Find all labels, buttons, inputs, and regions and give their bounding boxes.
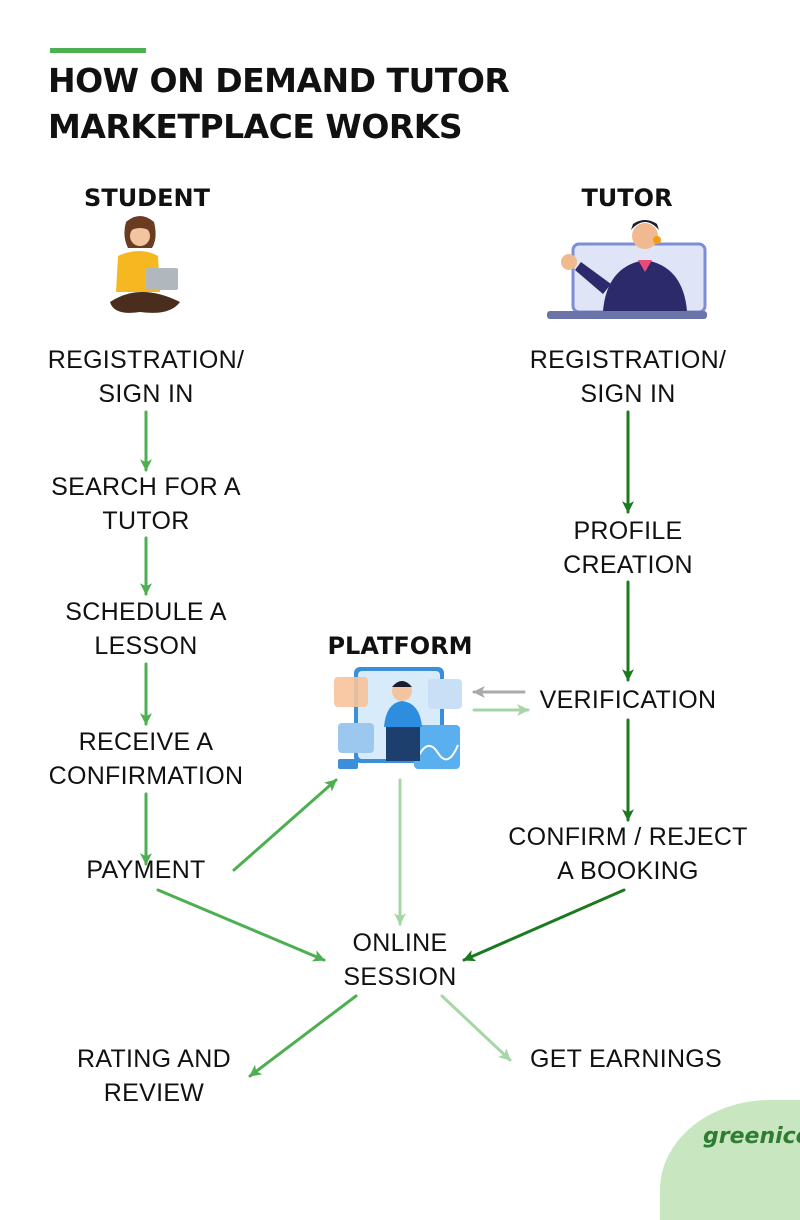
student-illustration	[110, 216, 180, 313]
arrow-booking-to-session	[462, 888, 626, 962]
platform-illustration	[334, 667, 462, 769]
platform-heading: PLATFORM	[327, 632, 473, 660]
flow-arrows	[140, 410, 634, 1078]
greenice-logo: greenice	[703, 1124, 800, 1149]
arrow-payment-to-platform	[232, 778, 338, 872]
search-tutor-step: SEARCH FOR A TUTOR	[51, 473, 241, 535]
confirm-reject-booking-step: CONFIRM / REJECT A BOOKING	[508, 823, 748, 885]
verification-step: VERIFICATION	[539, 686, 717, 714]
profile-creation-step: PROFILE CREATION	[563, 517, 693, 579]
tutor-illustration	[547, 220, 707, 319]
tutor-registration-step: REGISTRATION/ SIGN IN	[529, 346, 727, 408]
page-title: HOW ON DEMAND TUTOR MARKETPLACE WORKS	[48, 61, 510, 146]
title-accent-bar	[50, 48, 146, 53]
arrow-session-to-rating	[248, 994, 358, 1078]
arrow-session-to-earnings	[440, 994, 512, 1062]
payment-step: PAYMENT	[86, 856, 206, 884]
arrow-payment-to-session	[156, 888, 326, 962]
student-registration-step: REGISTRATION/ SIGN IN	[47, 346, 245, 408]
receive-confirmation-step: RECEIVE A CONFIRMATION	[48, 728, 244, 790]
online-session-step: ONLINE SESSION	[343, 929, 457, 991]
get-earnings-step: GET EARNINGS	[529, 1045, 723, 1073]
schedule-lesson-step: SCHEDULE A LESSON	[65, 598, 227, 660]
tutor-heading: TUTOR	[581, 184, 673, 212]
rating-review-step: RATING AND REVIEW	[77, 1045, 231, 1107]
student-heading: STUDENT	[84, 184, 210, 212]
